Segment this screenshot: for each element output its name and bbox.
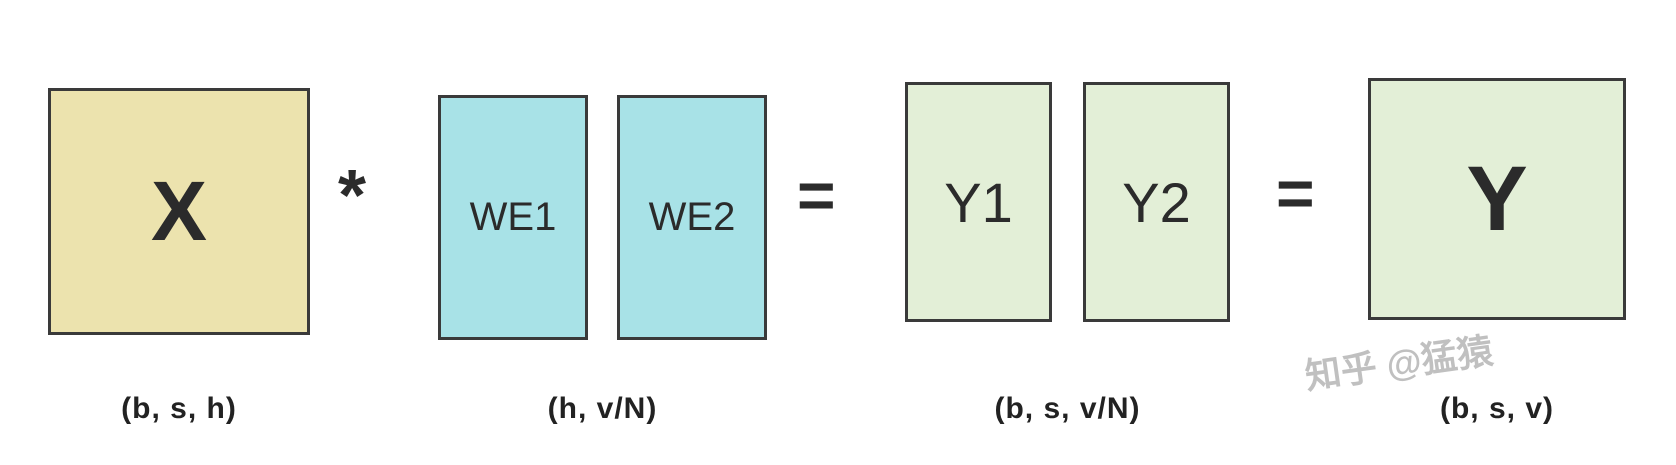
dim-label-input: (b, s, h) (121, 392, 237, 425)
matrix-x-label: X (150, 164, 208, 258)
matrix-y-label: Y (1466, 147, 1528, 250)
matrix-x-block: X (48, 88, 310, 335)
equals-operator-2: = (1276, 156, 1315, 230)
equals-operator-1: = (797, 158, 836, 232)
matrix-y-block: Y (1368, 78, 1626, 320)
dim-label-output-split: (b, s, v/N) (994, 392, 1141, 425)
matrix-y1-block: Y1 (905, 82, 1052, 322)
matrix-y1-label: Y1 (944, 170, 1013, 234)
dim-label-output: (b, s, v) (1439, 392, 1554, 425)
dim-label-weights: (h, v/N) (547, 392, 658, 425)
matrix-y2-label: Y2 (1122, 170, 1191, 234)
matrix-we2-block: WE2 (617, 95, 767, 340)
matrix-we1-label: WE1 (469, 195, 557, 239)
matrix-y2-block: Y2 (1083, 82, 1230, 322)
watermark: 知乎 @猛猿 (1302, 329, 1496, 397)
multiply-operator: * (338, 156, 367, 236)
matrix-we2-label: WE2 (648, 195, 736, 239)
matrix-we1-block: WE1 (438, 95, 588, 340)
